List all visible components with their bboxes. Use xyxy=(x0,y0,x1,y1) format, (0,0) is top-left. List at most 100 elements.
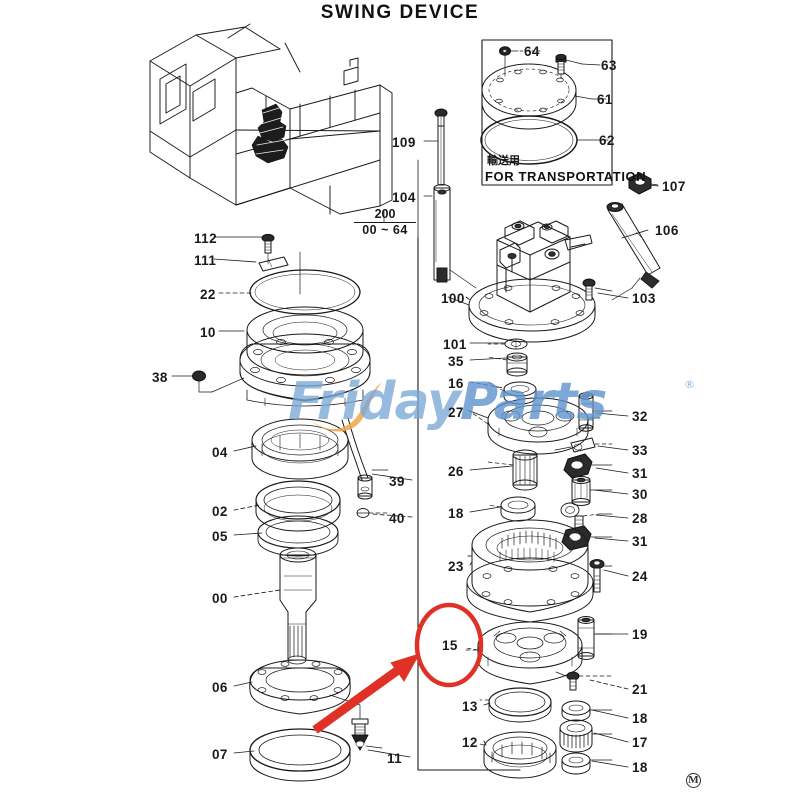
part-07-seal xyxy=(249,728,351,782)
part-13-snap-ring xyxy=(479,687,552,723)
callout-40[interactable]: 40 xyxy=(389,511,405,526)
part-05-ring xyxy=(257,515,339,557)
callout-15[interactable]: 15 xyxy=(442,638,458,653)
callout-11[interactable]: 11 xyxy=(387,751,403,766)
excavator-illustration xyxy=(149,23,393,215)
red-highlight-ellipse xyxy=(414,602,484,688)
part-15-carrier-base xyxy=(465,621,583,685)
part-35-spacer xyxy=(487,352,528,377)
callout-00[interactable]: 00 xyxy=(212,591,228,606)
part-00-shaft xyxy=(279,547,317,665)
callout-05[interactable]: 05 xyxy=(212,529,228,544)
page-title: SWING DEVICE xyxy=(320,2,480,23)
callout-10[interactable]: 10 xyxy=(200,325,216,340)
model-applicability-note: 200 00 ~ 64 xyxy=(354,207,416,238)
model-note-denominator: 00 ~ 64 xyxy=(362,223,408,238)
callout-101[interactable]: 101 xyxy=(443,337,467,352)
part-63-glyph xyxy=(555,53,567,79)
part-106-cylinder xyxy=(606,202,661,301)
part-18-bearing-upper-right xyxy=(561,700,613,722)
callout-07[interactable]: 07 xyxy=(212,747,228,762)
part-103-bolt xyxy=(582,278,613,301)
part-101-washer xyxy=(487,338,528,350)
callout-28[interactable]: 28 xyxy=(632,511,648,526)
callout-63[interactable]: 63 xyxy=(601,58,617,73)
leader-lines-center xyxy=(367,140,513,758)
sheet-mark-m: M xyxy=(686,773,701,788)
leader-lines-right xyxy=(589,184,659,768)
callout-13[interactable]: 13 xyxy=(462,699,478,714)
callout-112[interactable]: 112 xyxy=(194,231,217,246)
callout-103[interactable]: 103 xyxy=(632,291,656,306)
callout-111[interactable]: 111 xyxy=(194,253,217,268)
part-11-bolt xyxy=(329,694,383,751)
callout-61[interactable]: 61 xyxy=(597,92,613,107)
part-109-rod xyxy=(434,108,448,186)
callout-39[interactable]: 39 xyxy=(389,474,405,489)
part-38-bolt xyxy=(192,370,245,393)
model-note-divider xyxy=(354,222,416,224)
callout-02[interactable]: 02 xyxy=(212,504,228,519)
part-32-pin xyxy=(578,392,613,432)
callout-64[interactable]: 64 xyxy=(524,44,540,59)
red-annotation-group xyxy=(312,602,484,734)
callout-27[interactable]: 27 xyxy=(448,405,464,420)
part-18-bearing-lower-right xyxy=(561,752,613,775)
callout-38[interactable]: 38 xyxy=(152,370,168,385)
callout-33[interactable]: 33 xyxy=(632,443,648,458)
callout-04[interactable]: 04 xyxy=(212,445,228,460)
part-16-bearing-upper xyxy=(487,381,537,405)
callout-62[interactable]: 62 xyxy=(599,133,615,148)
callout-18-upper-right[interactable]: 18 xyxy=(632,711,648,726)
part-22-oring xyxy=(249,269,361,315)
callout-106[interactable]: 106 xyxy=(655,223,679,238)
model-note-numerator: 200 xyxy=(374,207,396,221)
part-12-bearing-bottom xyxy=(479,731,557,779)
part-40-plug xyxy=(356,508,388,518)
part-39-pipe xyxy=(341,417,389,500)
part-21-bolt xyxy=(555,671,613,691)
callout-26[interactable]: 26 xyxy=(448,464,464,479)
part-112-bolt xyxy=(261,233,275,265)
part-17-bearing-middle-right xyxy=(559,719,613,753)
transport-box-caption-jp: 輸送用 xyxy=(487,154,520,167)
callout-17[interactable]: 17 xyxy=(632,735,648,750)
callout-16[interactable]: 16 xyxy=(448,376,464,391)
callout-109[interactable]: 109 xyxy=(392,135,416,150)
part-04-bearing xyxy=(251,418,349,480)
callout-35[interactable]: 35 xyxy=(448,354,464,369)
part-104-cylinder xyxy=(433,184,477,289)
callout-107[interactable]: 107 xyxy=(662,179,686,194)
part-06-cover xyxy=(249,659,351,715)
part-31-coupling-lower xyxy=(561,525,613,551)
part-26-gear xyxy=(487,449,538,491)
transport-box-caption-en: FOR TRANSPORTATION xyxy=(485,169,647,184)
callout-23[interactable]: 23 xyxy=(448,559,464,574)
callout-31-lower[interactable]: 31 xyxy=(632,534,648,549)
callout-18-mid[interactable]: 18 xyxy=(448,506,464,521)
part-111-bracket xyxy=(258,256,289,272)
callout-21[interactable]: 21 xyxy=(632,682,648,697)
part-33-key xyxy=(554,437,613,453)
part-24-bolt xyxy=(589,559,613,593)
callout-31-upper[interactable]: 31 xyxy=(632,466,648,481)
part-107-nut xyxy=(628,172,659,195)
callout-100[interactable]: 100 xyxy=(441,291,465,306)
part-02-seal xyxy=(255,480,341,532)
callout-19[interactable]: 19 xyxy=(632,627,648,642)
callout-22[interactable]: 22 xyxy=(200,287,216,302)
transportation-box xyxy=(480,39,613,186)
callout-06[interactable]: 06 xyxy=(212,680,228,695)
callout-18-lower-right[interactable]: 18 xyxy=(632,760,648,775)
callout-30[interactable]: 30 xyxy=(632,487,648,502)
part-18-bearing-mid xyxy=(487,496,536,522)
group-bracket-center xyxy=(417,237,521,771)
callout-32[interactable]: 32 xyxy=(632,409,648,424)
callout-104[interactable]: 104 xyxy=(392,190,416,205)
red-arrow xyxy=(312,653,421,734)
callout-24[interactable]: 24 xyxy=(632,569,648,584)
callout-12[interactable]: 12 xyxy=(462,735,478,750)
leader-lines-left xyxy=(171,236,281,754)
